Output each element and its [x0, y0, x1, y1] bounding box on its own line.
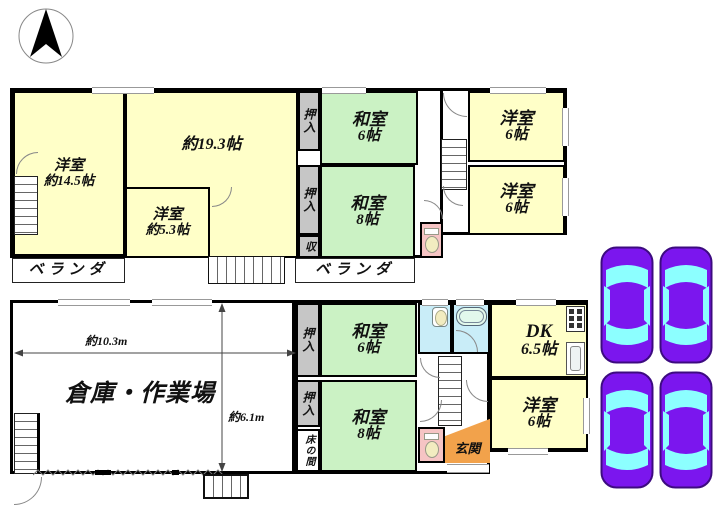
closet-label: 収 [303, 240, 316, 253]
window [516, 299, 556, 306]
room-label: 洋室 [152, 206, 183, 223]
room-size: 6帖 [357, 340, 380, 357]
room-label: 洋室 [53, 157, 84, 174]
closet-label: 押入 [301, 390, 315, 417]
closet-oshiire: 押入 [298, 91, 320, 151]
window [422, 299, 448, 306]
room-label: 和室 [351, 408, 386, 428]
staircase-1f-warehouse [14, 413, 40, 474]
staircase-2f-hall [441, 139, 467, 190]
room-label: 洋室 [499, 108, 534, 128]
room-washitsu-8-2f: 和室 8帖 [320, 165, 415, 258]
door-arc [14, 477, 42, 505]
room-size: 6帖 [505, 200, 528, 217]
dimension-arrow-vertical [218, 303, 226, 472]
window [490, 87, 546, 94]
room-washitsu-6-1f: 和室 6帖 [320, 303, 417, 377]
room-label: 和室 [350, 193, 385, 213]
room-western-6a: 洋室 6帖 [468, 91, 565, 162]
staircase-external-upper [208, 256, 285, 284]
window [322, 87, 366, 94]
entrance-step [447, 464, 489, 473]
toilet-room-2f [420, 222, 443, 258]
room-label: 洋室 [522, 396, 556, 416]
window [58, 299, 130, 306]
door-sill [95, 470, 111, 475]
veranda-left: ベランダ [12, 258, 125, 283]
room-size: 約14.5帖 [43, 173, 95, 189]
warehouse-label: 倉庫・作業場 [65, 380, 215, 407]
room-size: 約5.3帖 [145, 222, 190, 238]
window [583, 398, 590, 434]
closet-oshiire: 押入 [298, 165, 320, 235]
room-size: 8帖 [357, 426, 380, 443]
staircase-1f-hall [438, 356, 462, 426]
room-western-6-1f: 洋室 6帖 [490, 378, 588, 450]
genkan-label: 玄関 [454, 441, 481, 456]
room-size: 6帖 [505, 126, 528, 143]
bathtub-icon [456, 307, 487, 326]
car-icon [659, 371, 713, 494]
room-western-14_5: 洋室 約14.5帖 [13, 91, 125, 256]
toilet-room-1f [418, 427, 445, 463]
closet-oshiire: 押入 [296, 303, 320, 377]
window [456, 299, 484, 306]
car-icon [659, 246, 713, 369]
window [152, 299, 212, 306]
room-western-5_3: 洋室 約5.3帖 [125, 187, 210, 258]
room-label: 和室 [351, 322, 386, 342]
stove-icon [566, 306, 585, 332]
closet-storage: 収 [298, 235, 320, 258]
room-size: 6帖 [357, 128, 381, 145]
room-size: 6.5帖 [520, 341, 557, 359]
room-label: DK [525, 321, 553, 343]
toilet-icon [424, 227, 439, 253]
tokonoma-label: 床の間 [303, 434, 314, 467]
kitchen-sink-icon [566, 342, 585, 375]
room-size: 8帖 [356, 211, 379, 228]
staircase-external-lower [203, 474, 249, 499]
veranda-right: ベランダ [295, 258, 415, 283]
closet-label: 押入 [302, 187, 316, 213]
north-arrow-icon [16, 6, 76, 66]
room-label: 洋室 [499, 182, 534, 202]
staircase-2f-left [14, 176, 38, 235]
washbasin-icon [432, 307, 448, 327]
toilet-icon [424, 432, 439, 458]
window [92, 87, 154, 94]
room-size: 約19.3帖 [181, 136, 242, 153]
room-washitsu-8-1f: 和室 8帖 [320, 380, 417, 472]
window [562, 178, 569, 216]
room-size: 6帖 [527, 414, 551, 431]
veranda-label: ベランダ [28, 261, 109, 278]
door-sill [172, 470, 179, 475]
tokonoma-alcove: 床の間 [296, 429, 320, 472]
car-icon [600, 371, 654, 494]
dimension-depth: 約6.1m [228, 410, 265, 424]
warehouse-label-wrap: 倉庫・作業場 [40, 368, 240, 412]
shutter-wavy-line [33, 469, 224, 476]
room-label: 和室 [352, 110, 386, 130]
room-washitsu-6-2f: 和室 6帖 [320, 91, 418, 165]
closet-label: 押入 [302, 108, 316, 134]
window [508, 448, 548, 455]
closet-label: 押入 [301, 327, 315, 353]
closet-oshiire: 押入 [296, 380, 320, 427]
dimension-width: 約10.3m [85, 334, 128, 348]
room-western-6b: 洋室 6帖 [468, 165, 565, 235]
dimension-arrow-horizontal [14, 349, 296, 357]
car-icon [600, 246, 654, 369]
window [562, 108, 569, 146]
veranda-label: ベランダ [314, 261, 395, 278]
